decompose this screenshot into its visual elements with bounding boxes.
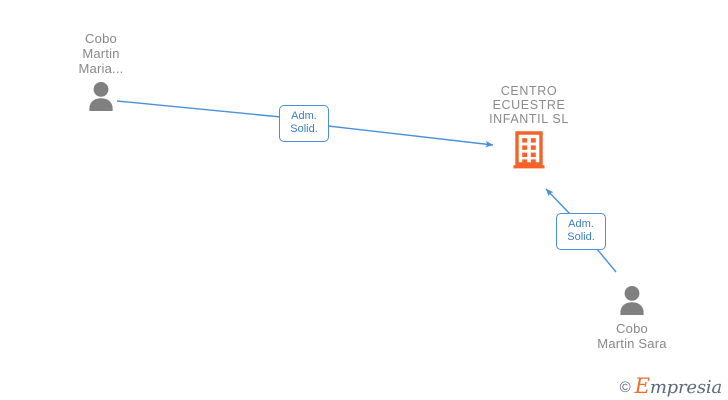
- building-icon: [513, 131, 545, 169]
- company-node[interactable]: CENTRO ECUESTRE INFANTIL SL: [444, 84, 614, 170]
- empresia-logo-rest: mpresia: [649, 377, 722, 398]
- company-node-label: CENTRO ECUESTRE INFANTIL SL: [489, 84, 569, 126]
- person-node-1-label: Cobo Martin Maria...: [78, 31, 124, 76]
- relation-chip-1[interactable]: Adm. Solid.: [279, 105, 329, 142]
- empresia-logo-initial: E: [634, 374, 650, 398]
- relation-chip-2[interactable]: Adm. Solid.: [556, 213, 606, 250]
- person-node-1[interactable]: Cobo Martin Maria...: [41, 31, 161, 111]
- person-icon: [89, 82, 113, 111]
- empresia-watermark: © Empresia: [619, 374, 723, 398]
- copyright-icon: ©: [619, 378, 631, 396]
- person-icon: [620, 286, 644, 315]
- person-node-2-label: Cobo Martin Sara: [597, 321, 667, 351]
- empresia-logo-text: Empresia: [634, 374, 723, 398]
- edge-chip-to-company-2: [545, 188, 572, 216]
- edge-chip-to-company: [327, 125, 494, 148]
- person-node-2[interactable]: Cobo Martin Sara: [572, 285, 692, 351]
- edge-person1-to-chip: [116, 100, 282, 118]
